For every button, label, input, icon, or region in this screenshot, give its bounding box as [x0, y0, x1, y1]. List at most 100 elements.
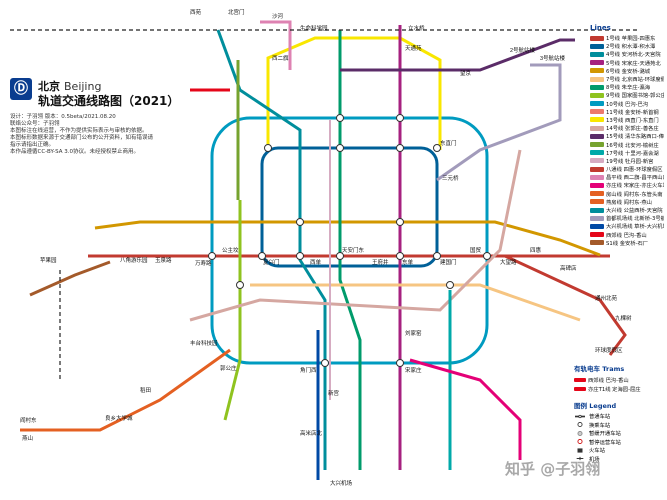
legend-row: S1线 金安桥-石厂: [590, 239, 664, 247]
legend-line-label: 房山线 阎村东-东管头南: [606, 191, 663, 198]
tram-legend: 有轨电车 Trams 西郊线 巴沟-香山 亦庄T1线 定海园-屈庄: [574, 362, 660, 393]
legend-row: 17号线 十里河-嘉会湖: [590, 149, 664, 157]
line-s1: [29, 260, 111, 297]
legend-row: 9号线 国家图书馆-郭公庄: [590, 91, 664, 99]
station-label: 王府井: [372, 258, 389, 266]
line-color-swatch: [590, 240, 604, 246]
station-label: 郭公庄: [220, 364, 237, 372]
station-label: 西二旗: [272, 54, 289, 62]
line-color-swatch: [590, 35, 604, 41]
line-color-swatch: [590, 207, 604, 213]
station-label: 北宫门: [228, 8, 245, 16]
line-color-swatch: [590, 223, 604, 229]
line-yizhuang: [409, 358, 522, 460]
legend-line-label: 昌平线 西二旗-昌平西山口: [606, 175, 664, 182]
legend-line-label: 1号线 苹果园-四惠东: [606, 36, 656, 43]
line-9: [223, 200, 242, 421]
line-airport-express: [436, 63, 562, 182]
station-label: 宋家庄: [405, 366, 422, 374]
station-label: 良乡大学城: [105, 414, 133, 422]
line-color-swatch: [590, 43, 604, 49]
legend-line-label: 6号线 金安桥-潞城: [606, 68, 651, 75]
legend-row: 昌平线 西二旗-昌平西山口: [590, 173, 664, 181]
symbol-legend-row: 暂缓开通车站: [574, 429, 658, 438]
line-color-swatch: [590, 142, 604, 148]
station-markers: [208, 114, 491, 367]
legend-row: 14号线 张郭庄-善各庄: [590, 124, 664, 132]
symbol-legend-row: 暂停运营车站: [574, 438, 658, 447]
legend-row: 燕房线 阎村东-燕山: [590, 198, 664, 206]
legend-line-label: 16号线 北安河-榆树庄: [606, 142, 659, 149]
line-color-swatch: [590, 158, 604, 164]
station-label: 环球度假区: [595, 346, 623, 354]
line-2-loop: [260, 146, 439, 268]
symbol-legend-row: 火车站: [574, 446, 658, 455]
legend-line-label: 9号线 国家图书馆-郭公庄: [606, 93, 664, 100]
station-label: 西苑: [190, 8, 202, 16]
line-color-swatch: [590, 68, 604, 74]
legend-row: 首都机场线 北新桥-3号航站楼: [590, 214, 664, 222]
station-label: 西单: [310, 258, 322, 266]
line-color-swatch: [590, 199, 604, 205]
station-label: 四惠: [530, 246, 542, 254]
symbol-legend: 图例 Legend 普通车站 换乘车站 暂缓开通车站 暂停运营车站 火车站 机场: [574, 400, 658, 463]
station-label: 大兴机场: [330, 479, 353, 487]
line-color-swatch: [590, 232, 604, 238]
station-label: 阎村东: [20, 416, 37, 424]
tram-legend-row: 亦庄T1线 定海园-屈庄: [574, 384, 660, 393]
station-label: 角门西: [300, 366, 317, 374]
legend-row: 房山线 阎村东-东管头南: [590, 190, 664, 198]
legend-row: 15号线 清华东路西口-俸伯: [590, 132, 664, 140]
legend-line-label: 首都机场线 北新桥-3号航站楼: [606, 216, 664, 223]
station-label: 复兴门: [263, 258, 280, 266]
station-label: 天通苑: [405, 44, 422, 52]
line-color-swatch: [590, 109, 604, 115]
legend-row: 11号线 金安桥-新首钢: [590, 108, 664, 116]
line-color-swatch: [590, 51, 604, 57]
line-color-swatch: [590, 84, 604, 90]
legend-line-label: 大兴机场线 草桥-大兴机场: [606, 224, 664, 231]
line-color-swatch: [590, 191, 604, 197]
station-label: 九棵树: [615, 314, 632, 322]
station-label: 沙河: [272, 12, 284, 20]
line-color-swatch: [590, 76, 604, 82]
legend-row: 2号线 积水潭-积水潭: [590, 42, 664, 50]
station-label: 三元桥: [442, 174, 459, 182]
line-color-swatch: [590, 174, 604, 180]
symbol-legend-row: 普通车站: [574, 412, 658, 421]
line-color-swatch: [590, 92, 604, 98]
station-label: 燕山: [22, 434, 33, 442]
tram-legend-row: 西郊线 巴沟-香山: [574, 375, 660, 384]
legend-line-label: 亦庄线 宋家庄-亦庄火车站: [606, 183, 664, 190]
line-batong: [504, 254, 627, 356]
legend-row: 6号线 金安桥-潞城: [590, 67, 664, 75]
legend-line-label: S1线 金安桥-石厂: [606, 240, 649, 247]
station-label: 苹果园: [40, 256, 57, 264]
station-label: 万寿路: [195, 259, 212, 267]
station-label: 国贸: [470, 246, 482, 254]
legend-row: 4号线 安河桥北-天宫院: [590, 50, 664, 58]
station-label: 大望路: [500, 258, 517, 266]
legend-row: 10号线 巴沟-巴沟: [590, 100, 664, 108]
watermark: 知乎 @子羽翎: [505, 460, 601, 478]
beijing-subway-logo-icon: Ⓓ: [10, 78, 32, 100]
station-label: 新宫: [328, 389, 340, 397]
legend-title: Lines: [590, 24, 611, 32]
station-label: 2号航站楼: [510, 46, 536, 54]
legend-row: 西郊线 巴沟-香山: [590, 231, 664, 239]
legend-line-label: 17号线 十里河-嘉会湖: [606, 150, 659, 157]
line-14: [189, 149, 522, 322]
symbol-legend-title: 图例 Legend: [574, 402, 617, 410]
line-color-swatch: [590, 215, 604, 221]
legend-row: 7号线 北京西站-环球度假区: [590, 75, 664, 83]
line-color-swatch: [590, 150, 604, 156]
legend-row: 8号线 朱辛庄-瀛海: [590, 83, 664, 91]
symbol-legend-row: 机场: [574, 455, 658, 464]
map-meta: 设计：子羽翎 版本：0.5beta/2021.08.20 联络公众号：子羽翎 本…: [10, 114, 154, 155]
legend-row: 亦庄线 宋家庄-亦庄火车站: [590, 181, 664, 189]
line-10-loop: [210, 116, 489, 365]
legend-line-label: 8号线 朱辛庄-瀛海: [606, 85, 651, 92]
line-7: [250, 283, 581, 322]
station-label: 立水桥: [408, 24, 425, 32]
